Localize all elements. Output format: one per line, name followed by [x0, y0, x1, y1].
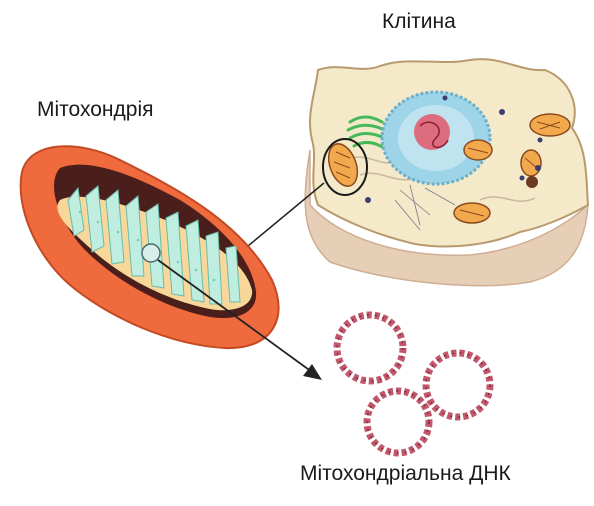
cell-mitochondrion — [454, 203, 490, 223]
nucleus — [382, 92, 490, 184]
cell-mitochondrion — [530, 114, 570, 136]
cell-mitochondrion — [521, 150, 541, 176]
mitochondrial-dna-ring — [337, 315, 403, 381]
cell-illustration — [305, 59, 588, 286]
mitochondrial-dna-ring — [367, 391, 429, 453]
lysosome — [526, 176, 538, 188]
dna-zoom-circle — [142, 244, 160, 262]
cell-label: Клітина — [382, 10, 456, 34]
mitochondrion-label: Мітохондрія — [37, 98, 154, 122]
mitochondrion-illustration — [21, 146, 279, 348]
mitochondrial-dna-label: Мітохондріальна ДНК — [300, 462, 511, 486]
cell-mitochondrion — [464, 140, 492, 160]
mitochondrial-dna-ring — [426, 353, 490, 417]
